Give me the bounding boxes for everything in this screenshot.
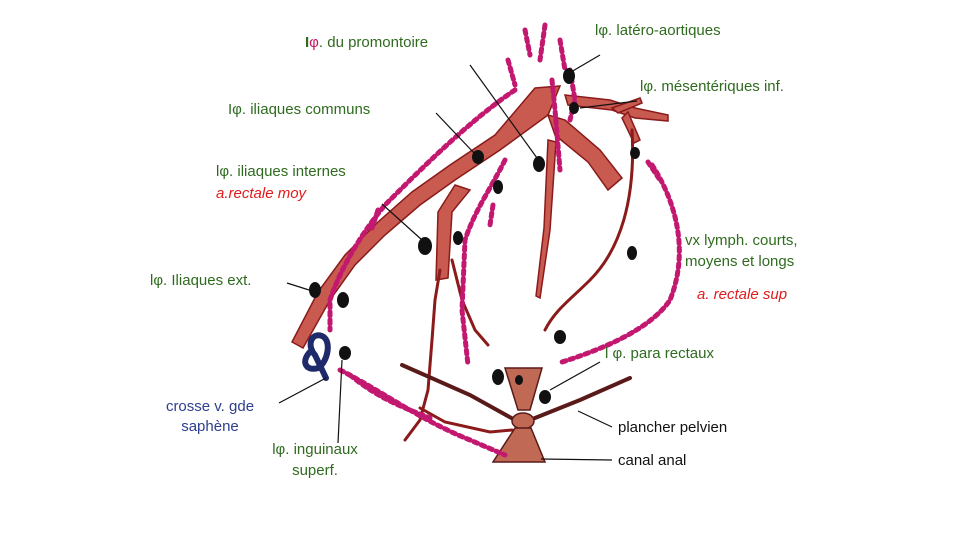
- label-rectale-sup: a. rectale sup: [697, 286, 788, 303]
- common-iliac-artery-right: [546, 113, 624, 192]
- leader-iliaques-ext: [286, 282, 310, 291]
- label-para-rectaux: l φ. para rectaux: [605, 345, 714, 362]
- node-para-rectal-2: [492, 369, 504, 385]
- middle-sacral-artery: [535, 139, 557, 300]
- leader-mesenteriques: [579, 100, 638, 109]
- node-internal-iliac-2: [453, 231, 463, 245]
- node-mesenteric: [569, 102, 579, 114]
- lymphatic-vessels: [327, 22, 682, 458]
- node-external-iliac-2: [337, 292, 349, 308]
- pelvic-branch-left-2: [418, 406, 514, 434]
- label-latero-aortiques: lφ. latéro-aortiques: [595, 22, 721, 39]
- arteries: [290, 85, 669, 350]
- rectal-arteries: [403, 128, 635, 442]
- lymph-left-tuft: [369, 207, 381, 231]
- label-inguinaux-1: lφ. inguinaux: [272, 441, 358, 458]
- label-rectale-moy: a.rectale moy: [216, 185, 307, 202]
- lymph-mid-tuft: [487, 202, 496, 228]
- node-anal: [515, 375, 523, 385]
- node-common-iliac-1: [472, 150, 484, 164]
- label-plancher-pelvien: plancher pelvien: [618, 419, 728, 436]
- label-promontoire: Iφ. du promontoire: [305, 34, 429, 51]
- pelvic-floor-right: [528, 376, 632, 422]
- leader-iliaques-internes: [381, 203, 423, 241]
- label-vx-lymph-1: vx lymph. courts,: [685, 232, 798, 249]
- leader-para-rectaux: [549, 361, 601, 391]
- internal-iliac-artery: [435, 184, 472, 281]
- node-internal-iliac-1: [418, 237, 432, 255]
- rectum-upper: [503, 367, 543, 411]
- great-saphenous-vein: [302, 332, 331, 381]
- pelvic-floor-left: [400, 363, 517, 422]
- label-inguinaux-2: superf.: [292, 462, 338, 479]
- node-promontory: [533, 156, 545, 172]
- leader-promontoire: [469, 64, 538, 159]
- lymph-right-long: [559, 162, 682, 365]
- label-vx-lymph-2: moyens et longs: [685, 253, 795, 270]
- label-iliaques-ext: lφ. Iliaques ext.: [150, 272, 252, 289]
- node-external-iliac-1: [309, 282, 321, 298]
- label-canal-anal: canal anal: [618, 452, 687, 469]
- lymph-top-tuft-4: [505, 57, 518, 88]
- leader-latero-aortiques: [570, 54, 601, 73]
- label-iliaques-communs: Iφ. iliaques communs: [228, 101, 371, 118]
- node-mesenteric-right: [630, 147, 640, 159]
- label-iliaques-internes: lφ. iliaques internes: [216, 163, 346, 180]
- lymph-top-tuft-1: [522, 27, 533, 58]
- leader-crosse: [278, 377, 327, 404]
- internal-branch: [450, 258, 490, 347]
- superior-rectal-artery: [543, 128, 635, 332]
- node-inguinal: [339, 346, 351, 360]
- common-iliac-artery-left: [290, 85, 562, 350]
- label-crosse-1: crosse v. gde: [165, 398, 255, 415]
- pelvic-floor: [400, 363, 632, 422]
- node-para-rectal-1: [554, 330, 566, 344]
- node-para-rectal-3: [539, 390, 551, 404]
- leader-inguinaux: [337, 359, 343, 444]
- label-mesenteriques-inf: lφ. mésentériques inf.: [640, 78, 784, 95]
- lymph-nodes: [309, 68, 640, 404]
- leader-plancher: [577, 410, 613, 428]
- leader-lines: [278, 54, 638, 461]
- leader-canal-anal: [540, 458, 613, 461]
- label-crosse-2: saphène: [181, 418, 239, 435]
- lymph-right-tuft: [645, 159, 663, 183]
- pelvic-branch-left: [403, 268, 442, 442]
- lymph-left-inner: [459, 157, 508, 368]
- anal-canal: [491, 427, 547, 463]
- lymph-top-tuft-2: [537, 22, 548, 63]
- node-right-chain: [627, 246, 637, 260]
- anal-sphincter: [511, 412, 535, 430]
- lymph-left-outer: [327, 87, 518, 333]
- lymph-center: [549, 77, 563, 173]
- lymph-superficial: [347, 372, 433, 421]
- node-common-iliac-2: [493, 180, 503, 194]
- leader-iliaques-communs: [435, 112, 475, 154]
- lymph-top-tuft-3: [557, 37, 568, 73]
